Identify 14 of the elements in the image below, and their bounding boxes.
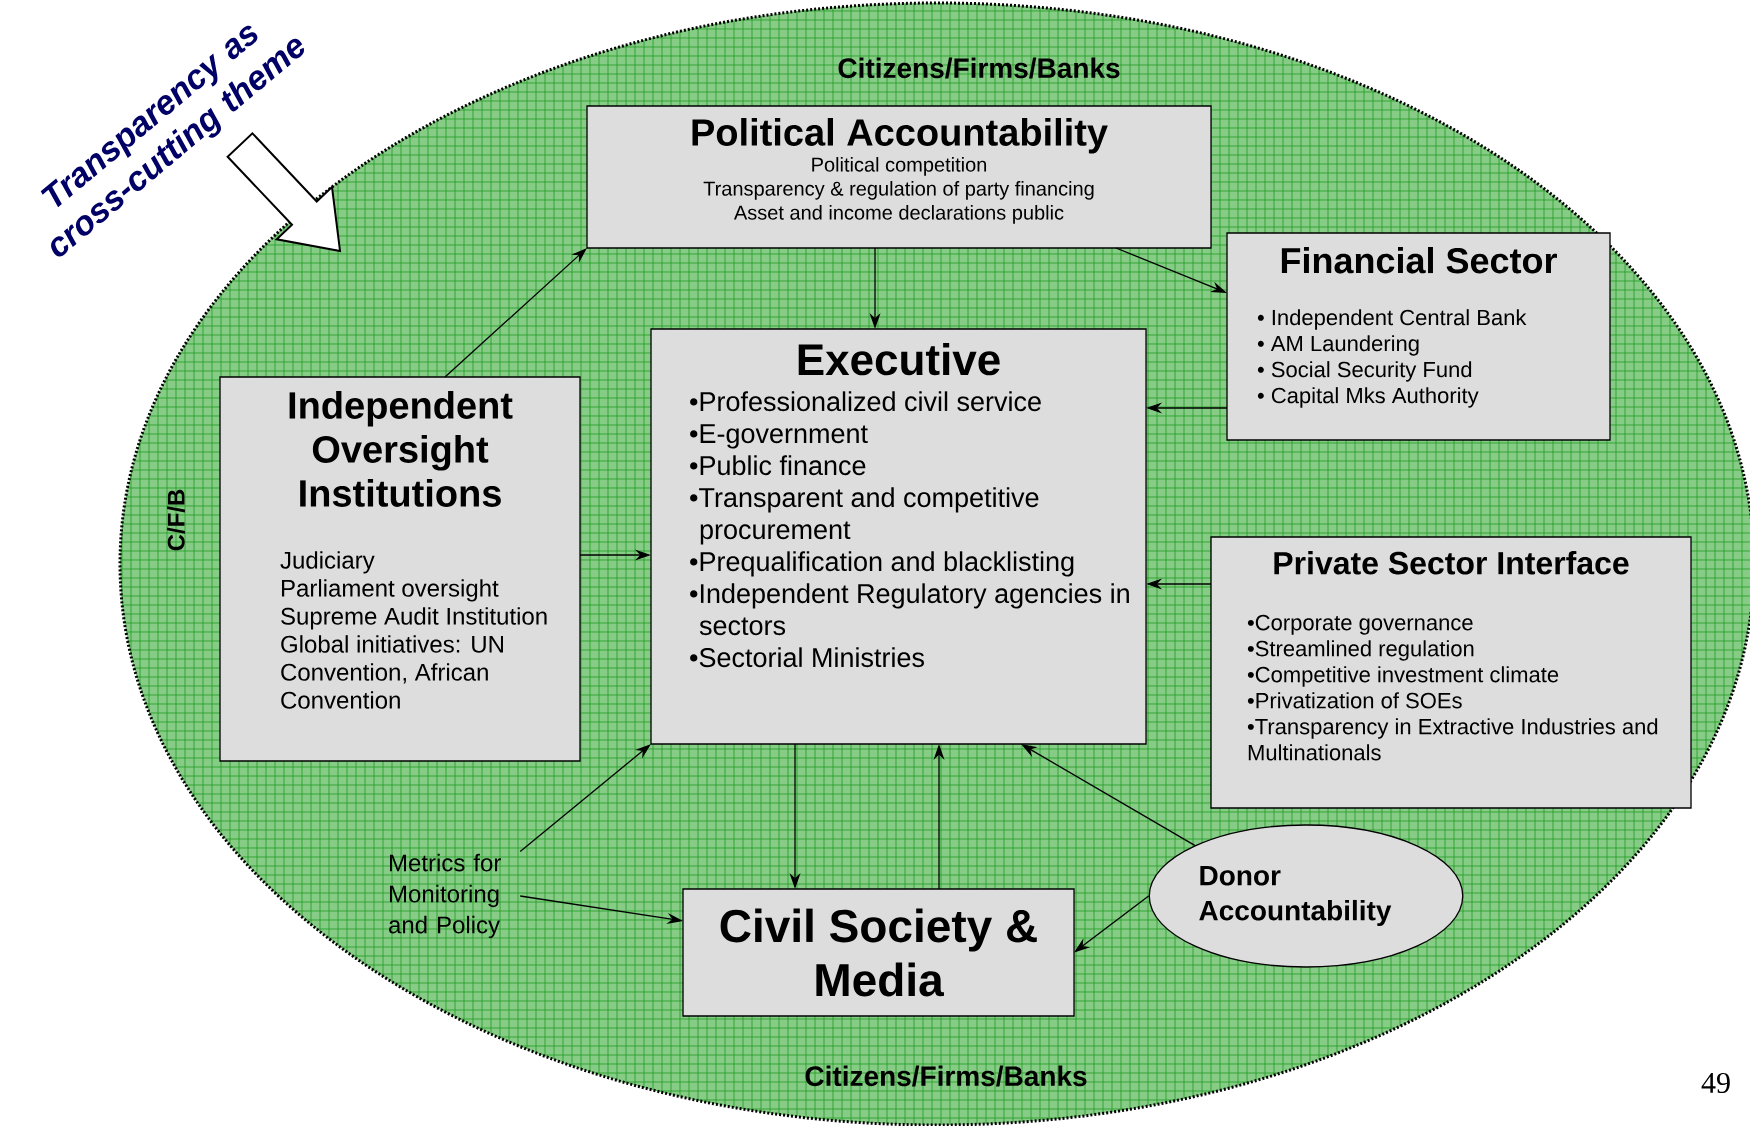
note-text: Metrics for Monitoring and Policy [389,853,501,939]
region-label: Citizens/Firms/Banks [838,57,1120,79]
process-box: Executive •Professionalized civil service •E-government •Public finance •Transparent and competitive procurement •Prequalification and blacklisting •Independent Regulatory agencies in sectors •Sectorial Ministries [650,328,1147,745]
page-number: 49 [1701,1072,1730,1094]
process-box: Independent Oversight Institutions Judiciary Parliament oversight Supreme Audit Institution Global initiatives: UN Convention, African Convention [219,376,581,762]
region-label: Citizens/Firms/Banks [805,1065,1087,1087]
process-box: Private Sector Interface •Corporate governance •Streamlined regulation •Competitive investment climate •Privatization of SOEs •Transparency in Extractive Industries and Multinationals [1210,536,1692,809]
oval-box: Donor Accountability [1148,824,1464,968]
arrow [519,744,651,853]
process-box: Civil Society & Media [682,888,1075,1017]
process-box: Political Accountability Political competition Transparency & regulation of party financing Asset and income declarations public [586,105,1212,249]
process-box: Financial Sector • Independent Central Bank • AM Laundering • Social Security Fund • Capital Mks Authority [1226,232,1611,441]
region-label: C/F/B [167,489,185,551]
arrow [444,248,587,378]
